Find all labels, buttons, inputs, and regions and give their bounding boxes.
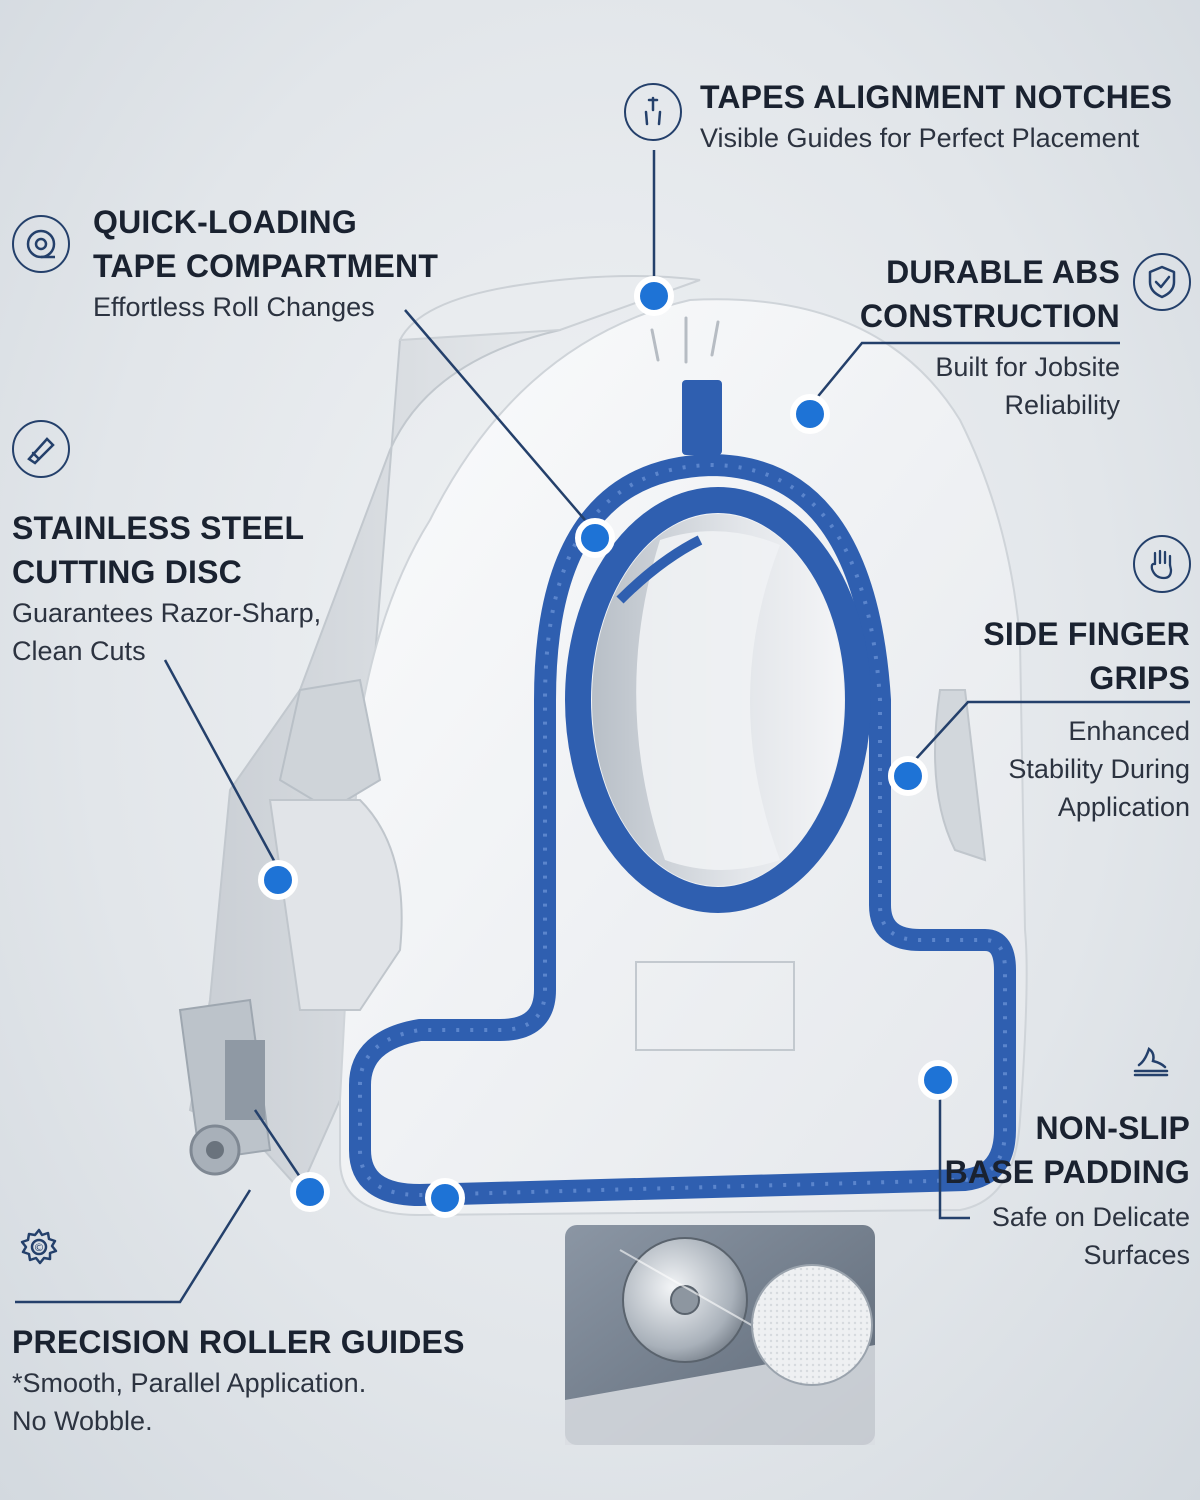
callout-desc: Built for Jobsite Reliability <box>935 352 1120 420</box>
tape-roll-icon <box>12 215 70 273</box>
leader-line-steel <box>163 659 280 869</box>
dot-alignment <box>634 276 674 316</box>
callout-title: STAINLESS STEEL CUTTING DISC <box>12 510 305 590</box>
label-plate <box>635 961 795 1051</box>
dot-nonslip <box>918 1060 958 1100</box>
callout-precision-roller: PRECISION ROLLER GUIDES *Smooth, Paralle… <box>12 1320 532 1440</box>
leader-line-roller-pointer <box>253 1109 304 1181</box>
right-finger-grip <box>934 689 987 862</box>
callout-desc: Visible Guides for Perfect Placement <box>700 123 1140 153</box>
svg-text:©: © <box>34 1241 45 1254</box>
leader-line-nonslip <box>938 1090 970 1220</box>
blade-icon <box>12 420 70 478</box>
foot-pad-icon <box>1122 1030 1180 1088</box>
callout-desc: Effortless Roll Changes <box>93 292 375 322</box>
callout-durable-abs: DURABLE ABS CONSTRUCTION Built for Jobsi… <box>780 250 1120 424</box>
callout-quick-loading: QUICK-LOADING TAPE COMPARTMENT Effortles… <box>93 200 513 326</box>
callout-title: DURABLE ABS CONSTRUCTION <box>859 254 1120 334</box>
callout-non-slip-base: NON-SLIP BASE PADDING Safe on Delicate S… <box>880 1106 1190 1274</box>
callout-title: TAPES ALIGNMENT NOTCHES <box>700 79 1173 115</box>
dot-loading <box>575 518 615 558</box>
callout-side-finger-grips: SIDE FINGER GRIPS Enhanced Stability Dur… <box>880 612 1190 826</box>
leader-line-roller <box>15 1189 252 1304</box>
callout-desc: *Smooth, Parallel Application. No Wobble… <box>12 1368 367 1436</box>
hand-icon <box>1133 535 1191 593</box>
dot-grips <box>888 756 928 796</box>
callout-alignment-notches: TAPES ALIGNMENT NOTCHES Visible Guides f… <box>700 75 1180 157</box>
callout-title: PRECISION ROLLER GUIDES <box>12 1324 465 1360</box>
leader-line-loading <box>404 309 586 521</box>
leader-line-abs <box>814 341 1120 401</box>
callout-title: NON-SLIP BASE PADDING <box>944 1110 1190 1190</box>
callout-title: SIDE FINGER GRIPS <box>983 616 1190 696</box>
dot-base <box>425 1178 465 1218</box>
blade-detail-inset <box>565 1225 875 1445</box>
cutter-housing <box>178 678 403 1176</box>
dot-roller <box>290 1172 330 1212</box>
dot-steel <box>258 860 298 900</box>
shield-check-icon <box>1133 253 1191 311</box>
callout-desc: Guarantees Razor-Sharp, Clean Cuts <box>12 598 322 666</box>
dot-abs <box>790 394 830 434</box>
callout-desc: Safe on Delicate Surfaces <box>991 1202 1190 1270</box>
callout-title: QUICK-LOADING TAPE COMPARTMENT <box>93 204 439 284</box>
tape-core-opening <box>565 487 871 913</box>
top-alignment-notch <box>682 380 722 455</box>
alignment-notch-icon <box>624 83 682 141</box>
callout-desc: Enhanced Stability During Application <box>1008 716 1190 822</box>
callout-stainless-steel: STAINLESS STEEL CUTTING DISC Guarantees … <box>12 506 372 670</box>
gear-icon: © <box>10 1218 68 1276</box>
leader-line-grips <box>914 700 1190 761</box>
